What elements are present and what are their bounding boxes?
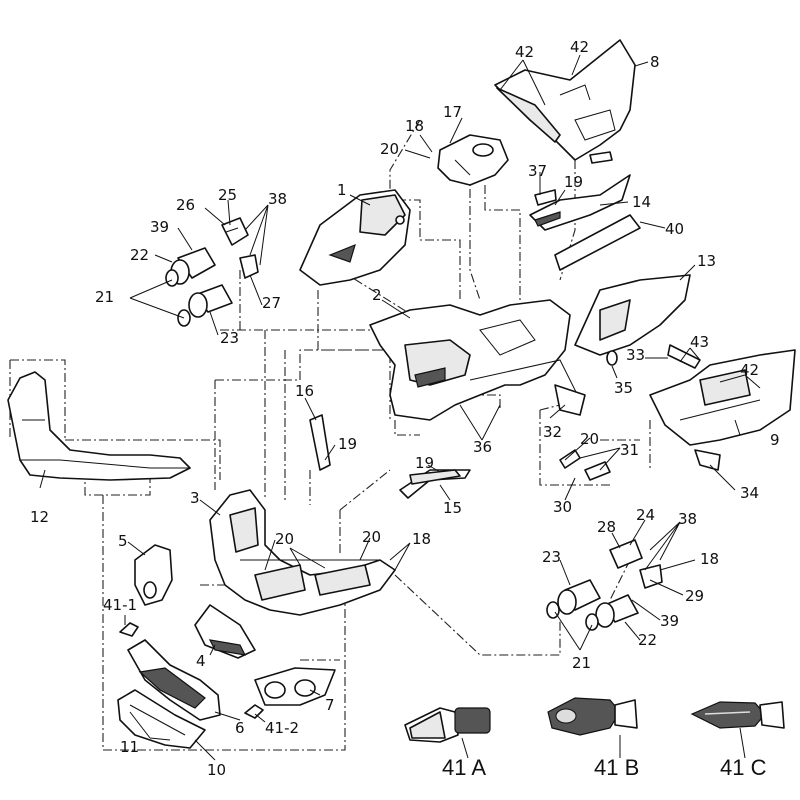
part-35-ring (606, 350, 618, 366)
part-3-front-fender (209, 489, 396, 616)
callout-38a: 38 (268, 190, 287, 208)
callout-41-2: 41-2 (265, 719, 299, 737)
part-16-bracket (309, 414, 331, 471)
part-12-seat (7, 371, 191, 481)
part-14-rear-plate (529, 174, 631, 231)
callout-28: 28 (597, 518, 616, 536)
callout-39b: 39 (660, 612, 679, 630)
part-41-1-lens (119, 622, 139, 637)
callout-9: 9 (770, 431, 780, 449)
callout-15: 15 (443, 499, 462, 517)
part-13-side-panel (574, 274, 691, 356)
callout-19c: 19 (415, 454, 434, 472)
callout-14: 14 (632, 193, 651, 211)
turn-signal-41b (547, 697, 638, 736)
callout-6: 6 (235, 719, 245, 737)
callout-18c: 18 (700, 550, 719, 568)
part-11-frame (117, 689, 206, 749)
callout-10: 10 (207, 761, 226, 779)
part-9-rear-body (649, 344, 796, 471)
callout-5: 5 (118, 532, 128, 550)
callout-20a: 20 (380, 140, 399, 158)
callout-3: 3 (190, 489, 200, 507)
callout-32: 32 (543, 423, 562, 441)
callout-36: 36 (473, 438, 492, 456)
callout-1: 1 (337, 181, 347, 199)
turn-signal-41c (690, 701, 785, 729)
callout-35: 35 (614, 379, 633, 397)
turn-signal-41a (404, 707, 491, 743)
callout-42a: 42 (515, 43, 534, 61)
part-15-trim (399, 469, 471, 499)
callout-20c: 20 (275, 530, 294, 548)
part-7-headlight (254, 667, 336, 706)
leader-lines (39, 54, 761, 761)
right-headlight-assembly (546, 539, 663, 631)
callout-22a: 22 (130, 246, 149, 264)
part-2-front-body (369, 299, 586, 421)
callout-20d: 20 (362, 528, 381, 546)
callout-21a: 21 (95, 288, 114, 306)
callout-labels: 42 42 8 17 18 20 1 37 19 14 40 25 26 38 … (30, 38, 780, 779)
callout-21b: 21 (572, 654, 591, 672)
part-30-31-brackets (559, 449, 611, 481)
variant-captions: 41 A 41 B 41 C (442, 755, 767, 780)
part-1-front-cover (299, 189, 411, 286)
part-8-rear-fender (494, 39, 636, 164)
callout-24: 24 (636, 506, 655, 524)
callout-23b: 23 (542, 548, 561, 566)
callout-4: 4 (196, 652, 206, 670)
callout-37: 37 (528, 162, 547, 180)
callout-16: 16 (295, 382, 314, 400)
left-headlight-assembly (165, 217, 259, 327)
callout-33: 33 (626, 346, 645, 364)
callout-26: 26 (176, 196, 195, 214)
callout-30: 30 (553, 498, 572, 516)
callout-38b: 38 (678, 510, 697, 528)
callout-17: 17 (443, 103, 462, 121)
callout-43: 43 (690, 333, 709, 351)
callout-18a: 18 (405, 117, 424, 135)
part-4-light-housing (194, 604, 256, 659)
part-5-guard (134, 544, 173, 606)
callout-12: 12 (30, 508, 49, 526)
callout-11: 11 (120, 738, 139, 756)
callout-7: 7 (325, 696, 335, 714)
callout-39a: 39 (150, 218, 169, 236)
callout-31: 31 (620, 441, 639, 459)
caption-41c: 41 C (720, 755, 767, 780)
callout-13: 13 (697, 252, 716, 270)
callout-19b: 19 (338, 435, 357, 453)
callout-18b: 18 (412, 530, 431, 548)
callout-40: 40 (665, 220, 684, 238)
caption-41a: 41 A (442, 755, 486, 780)
part-40-mudflap (554, 214, 641, 271)
callout-41-1: 41-1 (103, 596, 137, 614)
part-41-2-lens (244, 704, 264, 719)
callout-22b: 22 (638, 631, 657, 649)
callout-20b: 20 (580, 430, 599, 448)
callout-25: 25 (218, 186, 237, 204)
callout-29: 29 (685, 587, 704, 605)
callout-27: 27 (262, 294, 281, 312)
callout-34: 34 (740, 484, 759, 502)
callout-2: 2 (372, 286, 382, 304)
callout-19a: 19 (564, 173, 583, 191)
callout-23a: 23 (220, 329, 239, 347)
part-17-tank-cover (437, 134, 509, 186)
part-6-grille (127, 639, 221, 721)
callout-42c: 42 (740, 361, 759, 379)
caption-41b: 41 B (594, 755, 639, 780)
callout-8: 8 (650, 53, 660, 71)
callout-42b: 42 (570, 38, 589, 56)
